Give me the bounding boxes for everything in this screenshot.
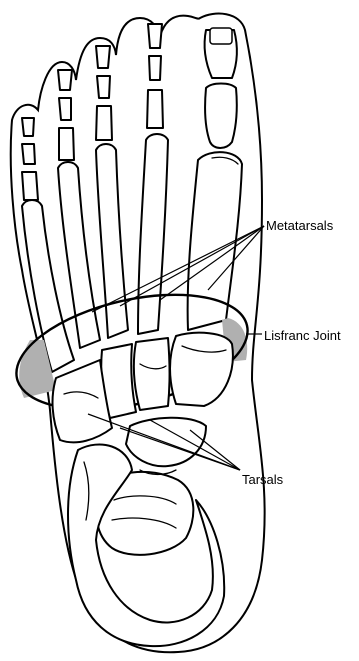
metatarsals-label: Metatarsals xyxy=(266,218,334,233)
big-toe-proximal-phalanx xyxy=(205,84,237,149)
toe-4-phalanges xyxy=(58,70,74,160)
toe-2-phalanges xyxy=(147,24,163,128)
lisfranc-joint-label: Lisfranc Joint xyxy=(264,328,341,343)
metatarsal-2 xyxy=(138,134,168,334)
toe-5-phalanges xyxy=(22,118,38,200)
medial-cuneiform xyxy=(170,333,233,406)
big-toe-nail xyxy=(210,28,232,44)
intermediate-cuneiform xyxy=(134,338,170,410)
metatarsal-3 xyxy=(96,144,128,338)
navicular xyxy=(126,418,206,467)
toe-3-phalanges xyxy=(96,46,112,140)
tarsals-label: Tarsals xyxy=(242,472,284,487)
